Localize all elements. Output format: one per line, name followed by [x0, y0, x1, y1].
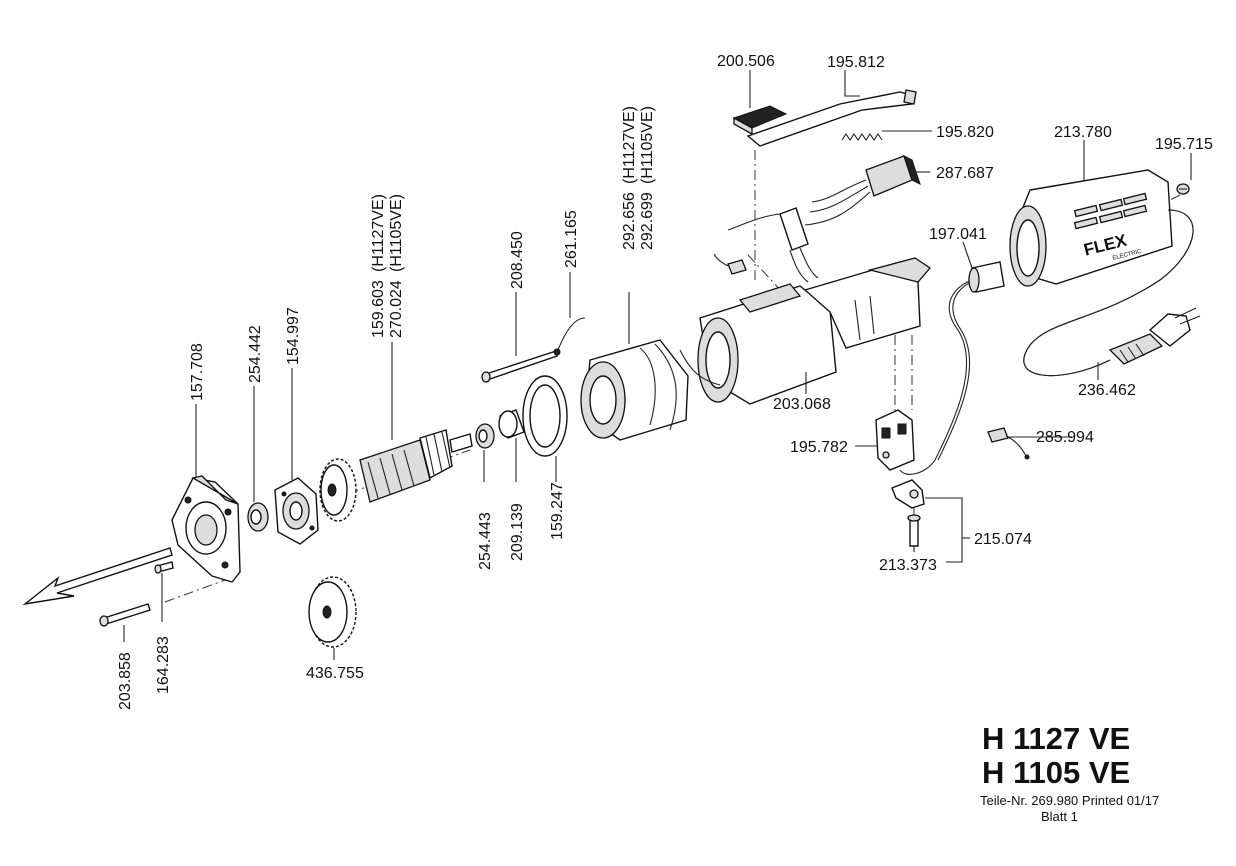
part-label-195715: 195.715 — [1155, 136, 1213, 153]
cable-clamp-215074 — [891, 479, 925, 509]
part-label-208450: 208.450 — [509, 231, 526, 289]
clip-261165 — [553, 317, 586, 356]
leader-lines — [123, 70, 1192, 660]
part-label-270024-model: (H1105VE) — [388, 194, 405, 272]
switch-195782 — [875, 409, 915, 471]
direction-arrow — [22, 547, 173, 606]
bearing-plate-154997 — [274, 477, 319, 545]
part-label-213373: 213.373 — [879, 557, 937, 574]
field-stator-292656 — [580, 339, 689, 441]
part-label-287687: 287.687 — [936, 165, 994, 182]
model-title-2: H 1105 VE — [982, 755, 1131, 790]
rear-cover-213780: FLEX ELECTRIC — [1009, 169, 1173, 287]
part-label-292656-group: 292.656 (H1127VE) — [621, 106, 638, 250]
part-label-159603: 159.603 — [370, 280, 387, 338]
part-label-154997: 154.997 — [285, 307, 302, 365]
part-label-213780: 213.780 — [1054, 124, 1112, 141]
part-label-195812: 195.812 — [827, 54, 885, 71]
part-label-292699: 292.699 — [639, 192, 656, 250]
part-label-159247: 159.247 — [549, 482, 566, 540]
part-label-292656: 292.656 — [621, 192, 638, 250]
motor-housing-203068 — [679, 257, 931, 405]
screw-195715 — [1176, 183, 1190, 195]
carbon-brush-285994 — [987, 427, 1030, 460]
part-label-270024: 270.024 — [388, 280, 405, 338]
part-label-197041: 197.041 — [929, 226, 987, 243]
part-label-292656-model: (H1127VE) — [621, 106, 638, 184]
washer-159247 — [522, 375, 568, 457]
suppressor-wires — [727, 207, 819, 283]
part-label-195782: 195.782 — [790, 439, 848, 456]
part-label-195820: 195.820 — [936, 124, 994, 141]
tie-rod-208450 — [481, 350, 558, 383]
sleeve-209139 — [498, 409, 525, 439]
switch-lever-195812 — [746, 89, 917, 147]
part-label-159603-model: (H1127VE) — [370, 194, 387, 272]
part-label-254442: 254.442 — [247, 325, 264, 383]
part-label-209139: 209.139 — [509, 503, 526, 561]
sheet-number: Blatt 1 — [1041, 809, 1078, 824]
part-number-footer: Teile-Nr. 269.980 Printed 01/17 — [980, 793, 1160, 808]
carbon-brush-small — [713, 253, 747, 275]
part-label-254443: 254.443 — [477, 512, 494, 570]
screw-213373 — [907, 514, 921, 547]
cable-grommet-197041 — [968, 261, 1005, 293]
screw-164283 — [154, 561, 174, 574]
part-label-159603-group: 159.603 (H1127VE) — [370, 194, 387, 338]
part-label-261165: 261.165 — [563, 210, 580, 268]
part-label-236462: 236.462 — [1078, 382, 1136, 399]
part-label-164283: 164.283 — [155, 636, 172, 694]
part-label-215074: 215.074 — [974, 531, 1032, 548]
mains-plug — [1108, 307, 1201, 365]
model-title-1: H 1127 VE — [982, 721, 1131, 756]
part-label-157708: 157.708 — [189, 343, 206, 401]
bearing-254443 — [475, 423, 495, 449]
screw-203858 — [99, 603, 151, 627]
part-label-203858: 203.858 — [117, 652, 134, 710]
electronic-module-287687 — [804, 155, 921, 226]
cable-236462 — [899, 209, 1194, 475]
part-label-285994: 285.994 — [1036, 429, 1094, 446]
bearing-254442 — [247, 502, 269, 532]
gear-436755 — [308, 576, 357, 648]
spring-195820 — [841, 133, 883, 141]
part-label-200506: 200.506 — [717, 53, 775, 70]
part-label-436755: 436.755 — [306, 665, 364, 682]
part-label-203068: 203.068 — [773, 396, 831, 413]
part-label-292699-group: 292.699 (H1105VE) — [639, 106, 656, 250]
gear-housing-157708 — [171, 475, 241, 583]
part-label-270024-group: 270.024 (H1105VE) — [388, 194, 405, 338]
part-label-292699-model: (H1105VE) — [639, 106, 656, 184]
armature-159603 — [319, 429, 473, 522]
